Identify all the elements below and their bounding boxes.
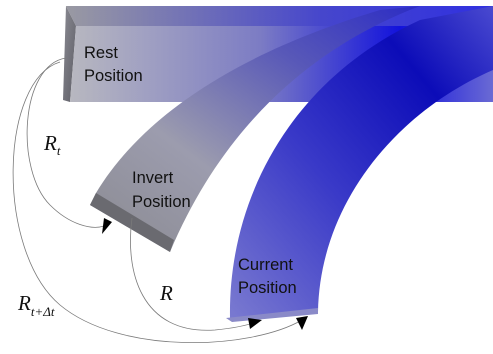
label-r-t: Rt: [43, 131, 61, 158]
arrowhead-current-1: [248, 318, 262, 329]
label-r-t-dt: Rt+Δt: [17, 291, 55, 319]
invert-label-line2: Position: [132, 193, 191, 211]
rest-label-line1: Rest: [84, 44, 118, 62]
label-r: R: [159, 281, 173, 305]
current-label-line2: Position: [238, 279, 297, 297]
arc-rt: [26, 57, 105, 228]
arrowhead-current-2: [296, 316, 308, 330]
rest-label-line2: Position: [84, 67, 143, 85]
arrowhead-invert: [102, 218, 112, 234]
invert-label-line1: Invert: [132, 169, 174, 187]
arrow-heads: [102, 218, 308, 330]
invert-position-beam: [90, 6, 420, 252]
mapping-arcs: [12, 57, 303, 344]
arc-rtdt: [12, 61, 303, 344]
current-label-line1: Current: [238, 256, 293, 274]
arc-r: [130, 217, 257, 331]
